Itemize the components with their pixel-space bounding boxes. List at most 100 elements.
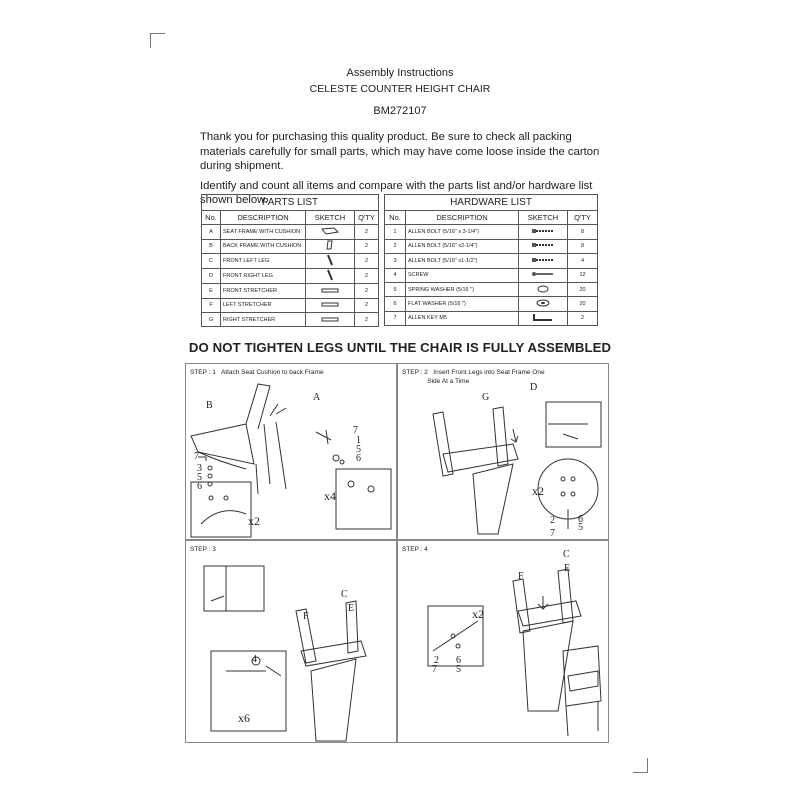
- row-quantity: 4: [567, 253, 598, 269]
- row-number: 5: [384, 281, 406, 298]
- row-description: ALLEN BOLT (5/16" x1-1/2"): [405, 253, 519, 269]
- row-description: SPRING WASHER (5/16 "): [405, 281, 519, 298]
- col-sketch: SKETCH: [305, 209, 355, 226]
- label-e: E: [348, 603, 355, 614]
- row-description: LEFT STRETCHER: [220, 297, 306, 313]
- label-6: 6: [197, 481, 202, 492]
- label-f: F: [303, 611, 309, 622]
- label-5: 5: [356, 444, 361, 455]
- label-e: E: [564, 563, 571, 574]
- row-number: G: [201, 311, 221, 328]
- leg-icon: [305, 253, 355, 270]
- label-6: 6: [456, 655, 461, 666]
- stretcher-icon: [305, 297, 355, 313]
- quantity-x2: x2: [472, 607, 484, 621]
- label-6: 6: [578, 514, 583, 525]
- back-frame-icon: [305, 238, 355, 255]
- intro-paragraph-1: Thank you for purchasing this quality pr…: [200, 131, 600, 173]
- label-3: 3: [197, 463, 202, 474]
- label-5: 5: [456, 664, 461, 675]
- col-qty: Q'TY: [567, 209, 598, 226]
- row-quantity: 8: [567, 238, 598, 255]
- label-g: G: [482, 392, 490, 403]
- row-number: E: [201, 283, 221, 299]
- row-quantity: 12: [567, 267, 598, 283]
- row-number: 1: [384, 224, 406, 240]
- label-2: 2: [434, 655, 439, 666]
- step-1-panel: STEP : 1 Attach Seat Cushion to back Fra…: [185, 363, 397, 540]
- step-2-panel: STEP : 2 Insert Front Legs into Seat Fra…: [397, 363, 609, 540]
- label-a: A: [313, 392, 321, 403]
- quantity-x2: x2: [532, 484, 544, 498]
- col-no: No.: [384, 209, 406, 226]
- row-description: RIGHT STRETCHER: [220, 311, 306, 328]
- col-description: DESCRIPTION: [220, 209, 306, 226]
- label-b: B: [206, 400, 213, 411]
- col-description: DESCRIPTION: [405, 209, 519, 226]
- crop-mark-top-left: [150, 33, 165, 48]
- row-quantity: 2: [354, 224, 379, 240]
- row-description: FLAT WASHER (5/16 "): [405, 296, 519, 312]
- step-3-illustration: [203, 565, 367, 742]
- leg-icon: [305, 268, 355, 285]
- intro-paragraph-2: Identify and count all items and compare…: [200, 179, 593, 207]
- parts-list-table: PARTS LIST No. DESCRIPTION SKETCH Q'TY A…: [201, 194, 379, 328]
- row-description: SEAT FRAME WITH CUSHION: [220, 224, 306, 240]
- bolt-icon: [518, 253, 568, 269]
- label-d: D: [530, 382, 538, 393]
- label-7: 7: [432, 664, 437, 675]
- stretcher-icon: [305, 311, 355, 328]
- seat-frame-icon: [305, 224, 355, 240]
- row-quantity: 2: [354, 311, 379, 328]
- hardware-list-table: HARDWARE LIST No. DESCRIPTION SKETCH Q'T…: [384, 194, 598, 327]
- label-f: F: [518, 571, 524, 582]
- row-description: ALLEN BOLT (5/16" x2-1/4"): [405, 238, 519, 255]
- label-6: 6: [356, 453, 361, 464]
- row-number: A: [201, 224, 221, 240]
- row-quantity: 2: [354, 268, 379, 285]
- intro-text: Thank you for purchasing this quality pr…: [200, 130, 620, 213]
- row-number: C: [201, 253, 221, 270]
- row-quantity: 2: [354, 253, 379, 270]
- col-sketch: SKETCH: [518, 209, 568, 226]
- row-description: FRONT LEFT LEG: [220, 253, 306, 270]
- label-4: 4: [252, 654, 257, 665]
- row-number: 6: [384, 296, 406, 312]
- product-name: CELESTE COUNTER HEIGHT CHAIR: [309, 83, 491, 95]
- step-2-title: STEP : 2 Insert Front Legs into Seat Fra…: [402, 369, 545, 385]
- doc-title: Assembly Instructions: [346, 67, 454, 79]
- row-description: ALLEN BOLT (5/16" x 3-1/4"): [405, 224, 519, 240]
- hardware-list-title: HARDWARE LIST: [384, 194, 598, 210]
- label-7: 7: [194, 451, 199, 462]
- label-c: C: [341, 589, 348, 600]
- warning-banner: DO NOT TIGHTEN LEGS UNTIL THE CHAIR IS F…: [188, 340, 612, 355]
- label-1: 1: [356, 435, 361, 446]
- quantity-x4: x4: [324, 489, 336, 503]
- row-description: SCREW: [405, 267, 519, 283]
- row-description: FRONT RIGHT LEG: [220, 268, 306, 285]
- row-number: 4: [384, 267, 406, 283]
- label-7: 7: [353, 425, 358, 436]
- row-quantity: 2: [354, 238, 379, 255]
- row-quantity: 2: [354, 283, 379, 299]
- row-number: D: [201, 268, 221, 285]
- row-quantity: 20: [567, 281, 598, 298]
- step-4-title: STEP : 4: [402, 546, 428, 553]
- row-description: BACK FRAME WITH CUSHION: [220, 238, 306, 255]
- bolt-icon: [518, 238, 568, 255]
- quantity-x6: x6: [238, 711, 250, 725]
- row-number: 2: [384, 238, 406, 255]
- bolt-icon: [518, 224, 568, 240]
- row-number: 7: [384, 310, 406, 327]
